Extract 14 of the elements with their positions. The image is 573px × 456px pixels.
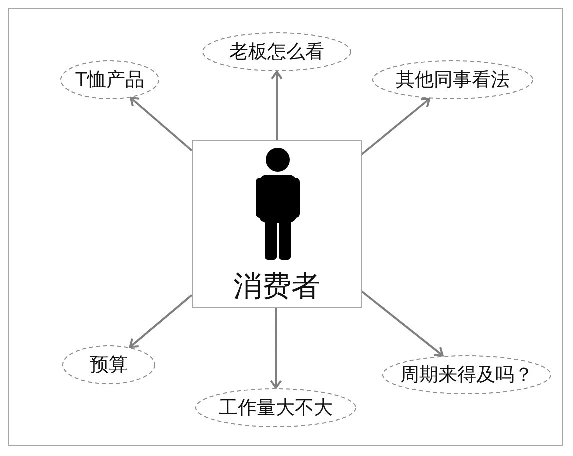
dashed-ellipse: 周期来得及吗？ [382,355,552,395]
arrow [361,98,431,156]
dashed-ellipse: T恤产品 [60,60,160,100]
arrow [129,294,193,348]
dashed-ellipse: 其他同事看法 [372,60,534,100]
arrow [130,97,193,152]
arrow [271,71,283,140]
dashed-ellipse: 工作量大不大 [195,388,357,428]
dashed-ellipse: 老板怎么看 [202,32,352,72]
box-label: 消费者 [232,268,322,305]
person-box [192,140,362,308]
arrow [270,308,282,389]
dashed-ellipse: 预算 [62,345,156,385]
arrow [361,290,444,357]
